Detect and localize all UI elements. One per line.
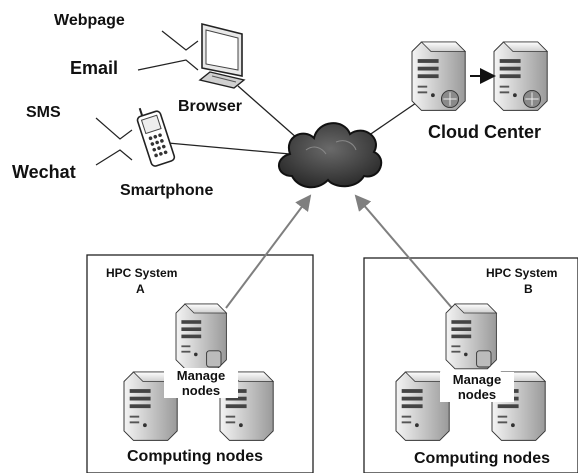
label-email: Email bbox=[70, 58, 119, 78]
hpc-b-title: HPC System bbox=[486, 266, 558, 280]
hpc-a-title: HPC System bbox=[106, 266, 178, 280]
hpc-b-manage-line1: Manage bbox=[452, 372, 502, 387]
label-smartphone: Smartphone bbox=[120, 182, 214, 199]
hpc-a-manage-line1: Manage bbox=[176, 368, 226, 383]
hpc-b-manage-line2: nodes bbox=[457, 387, 497, 402]
line-phone-cloud bbox=[167, 142, 291, 155]
hpc-a-letter: A bbox=[136, 282, 145, 296]
hpc-b-manage-label: Manage nodes bbox=[440, 372, 514, 402]
label-sms: SMS bbox=[26, 104, 61, 121]
label-cloud-center: Cloud Center bbox=[428, 122, 542, 142]
cloud-server-icon-left bbox=[411, 41, 466, 111]
monitor-icon bbox=[198, 22, 246, 89]
hpc-b-letter: B bbox=[524, 282, 533, 296]
hpc-system-b-box bbox=[363, 257, 578, 473]
callout-webpage bbox=[161, 30, 199, 51]
hpc-a-manage-server-icon bbox=[175, 303, 227, 370]
label-webpage: Webpage bbox=[54, 12, 125, 29]
callout-wechat bbox=[95, 149, 133, 166]
arrow-hpc-b-to-cloud bbox=[354, 194, 453, 309]
cloud-icon bbox=[278, 122, 383, 189]
cloud-server-icon-right bbox=[493, 41, 548, 111]
callout-email bbox=[137, 59, 199, 71]
callout-sms bbox=[95, 117, 133, 140]
label-wechat: Wechat bbox=[12, 162, 76, 182]
hpc-a-manage-label: Manage nodes bbox=[164, 368, 238, 398]
hpc-b-manage-server-icon bbox=[445, 303, 497, 370]
hpc-b-computing-label: Computing nodes bbox=[414, 450, 550, 467]
smartphone-icon bbox=[136, 107, 176, 167]
label-browser: Browser bbox=[178, 98, 243, 115]
hpc-a-computing-label: Computing nodes bbox=[127, 448, 263, 465]
arrow-hpc-a-to-cloud bbox=[225, 194, 312, 309]
hpc-a-manage-line2: nodes bbox=[181, 383, 221, 398]
hpc-system-a-box bbox=[86, 254, 314, 473]
